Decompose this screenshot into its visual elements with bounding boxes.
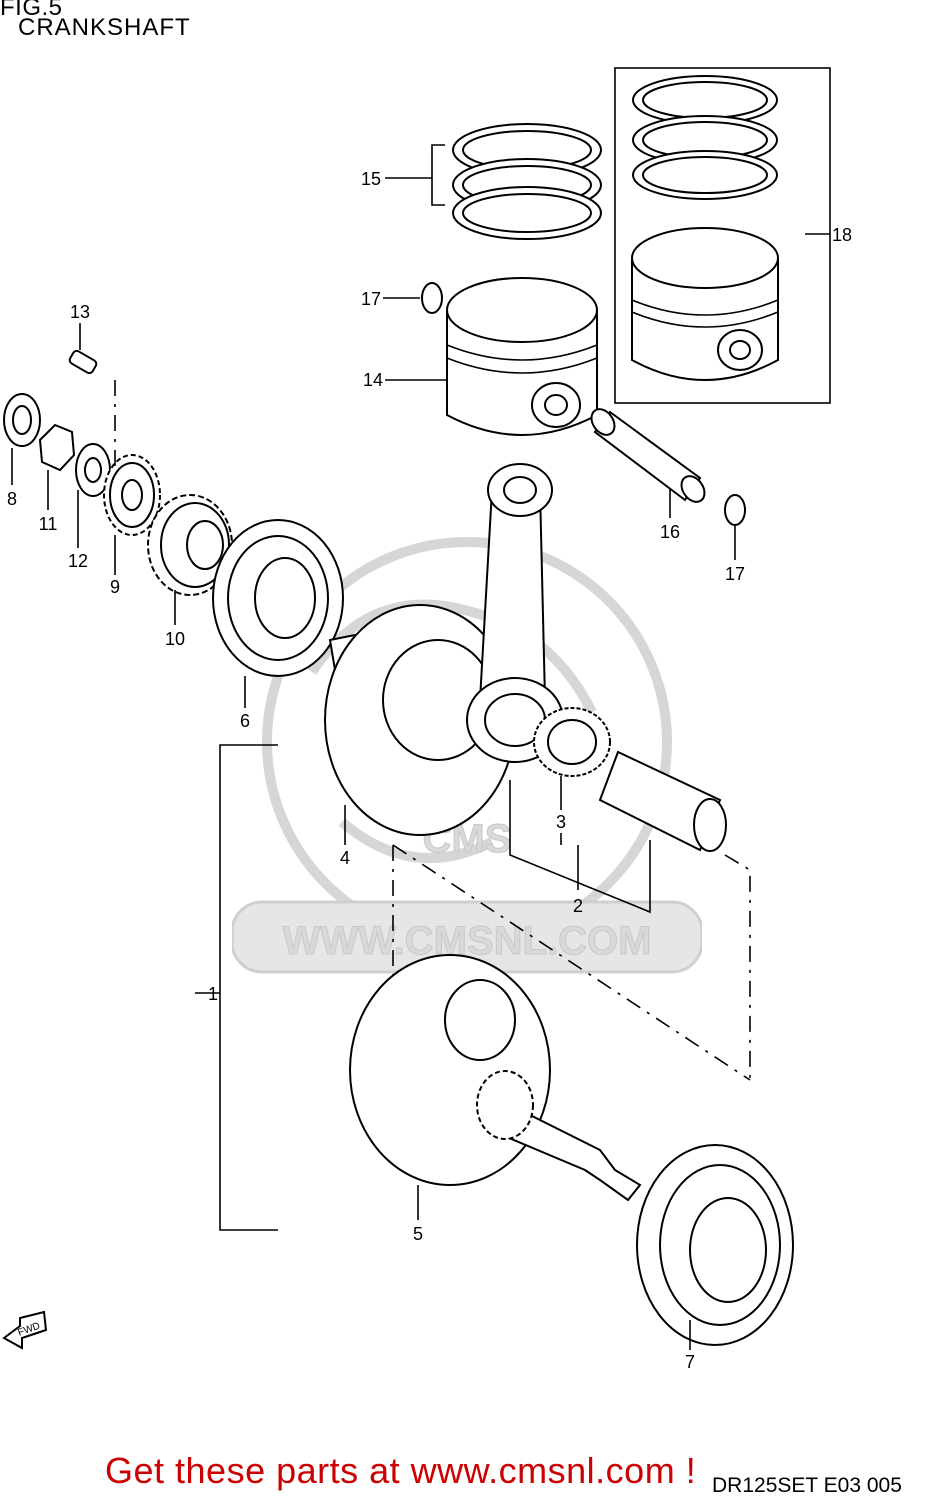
nut: [38, 423, 76, 472]
diagram-code: DR125SET E03 005: [712, 1474, 902, 1497]
callout-13: 13: [70, 302, 90, 322]
callout-4: 4: [340, 848, 350, 868]
callout-labels: 1 2 3 4 5 6 7 8 9 10 11 12 13 14 15 16 1…: [7, 169, 852, 1372]
callout-6: 6: [240, 711, 250, 731]
callout-12: 12: [68, 551, 88, 571]
callout-1: 1: [208, 984, 218, 1004]
callout-2: 2: [573, 896, 583, 916]
washer: [75, 443, 111, 497]
piston-set-box: [614, 67, 831, 404]
crank-left: [349, 954, 642, 1202]
crank-pin: [598, 750, 727, 852]
figure-title: CRANKSHAFT: [18, 14, 191, 41]
piston-rings: [452, 123, 602, 240]
callout-8: 8: [7, 489, 17, 509]
callout-16: 16: [660, 522, 680, 542]
connecting-rod: [466, 463, 564, 763]
callout-9: 9: [110, 577, 120, 597]
callout-10: 10: [165, 629, 185, 649]
callout-11: 11: [39, 514, 58, 534]
promo-link[interactable]: Get these parts at www.cmsnl.com !: [105, 1450, 696, 1492]
box-piston: [631, 227, 779, 381]
figure-number: FIG.5: [0, 0, 63, 21]
callout-14: 14: [363, 370, 383, 390]
bearing-right: [636, 1144, 794, 1346]
piston-pin: [590, 408, 706, 503]
callout-5: 5: [413, 1224, 423, 1244]
gear-large: [147, 494, 233, 596]
callout-7: 7: [685, 1352, 695, 1372]
pin-13: [68, 349, 98, 375]
box-rings: [632, 75, 778, 200]
gear-small: [103, 454, 161, 536]
fwd-arrow-icon: FWD: [2, 1310, 48, 1350]
circlip-upper: [421, 282, 443, 314]
promo-text: Get these parts at www.cmsnl.com !: [105, 1450, 697, 1491]
leader-lines: [11, 177, 830, 1350]
callout-15: 15: [361, 169, 381, 189]
needle-bearing: [533, 707, 611, 777]
piston: [446, 277, 598, 436]
callout-3: 3: [556, 812, 566, 832]
circlip-lower: [724, 494, 746, 526]
callout-17-lower: 17: [725, 564, 745, 584]
callout-17-upper: 17: [361, 289, 381, 309]
callout-18: 18: [832, 225, 852, 245]
bearing-left: [212, 519, 344, 677]
oil-seal: [3, 393, 41, 447]
